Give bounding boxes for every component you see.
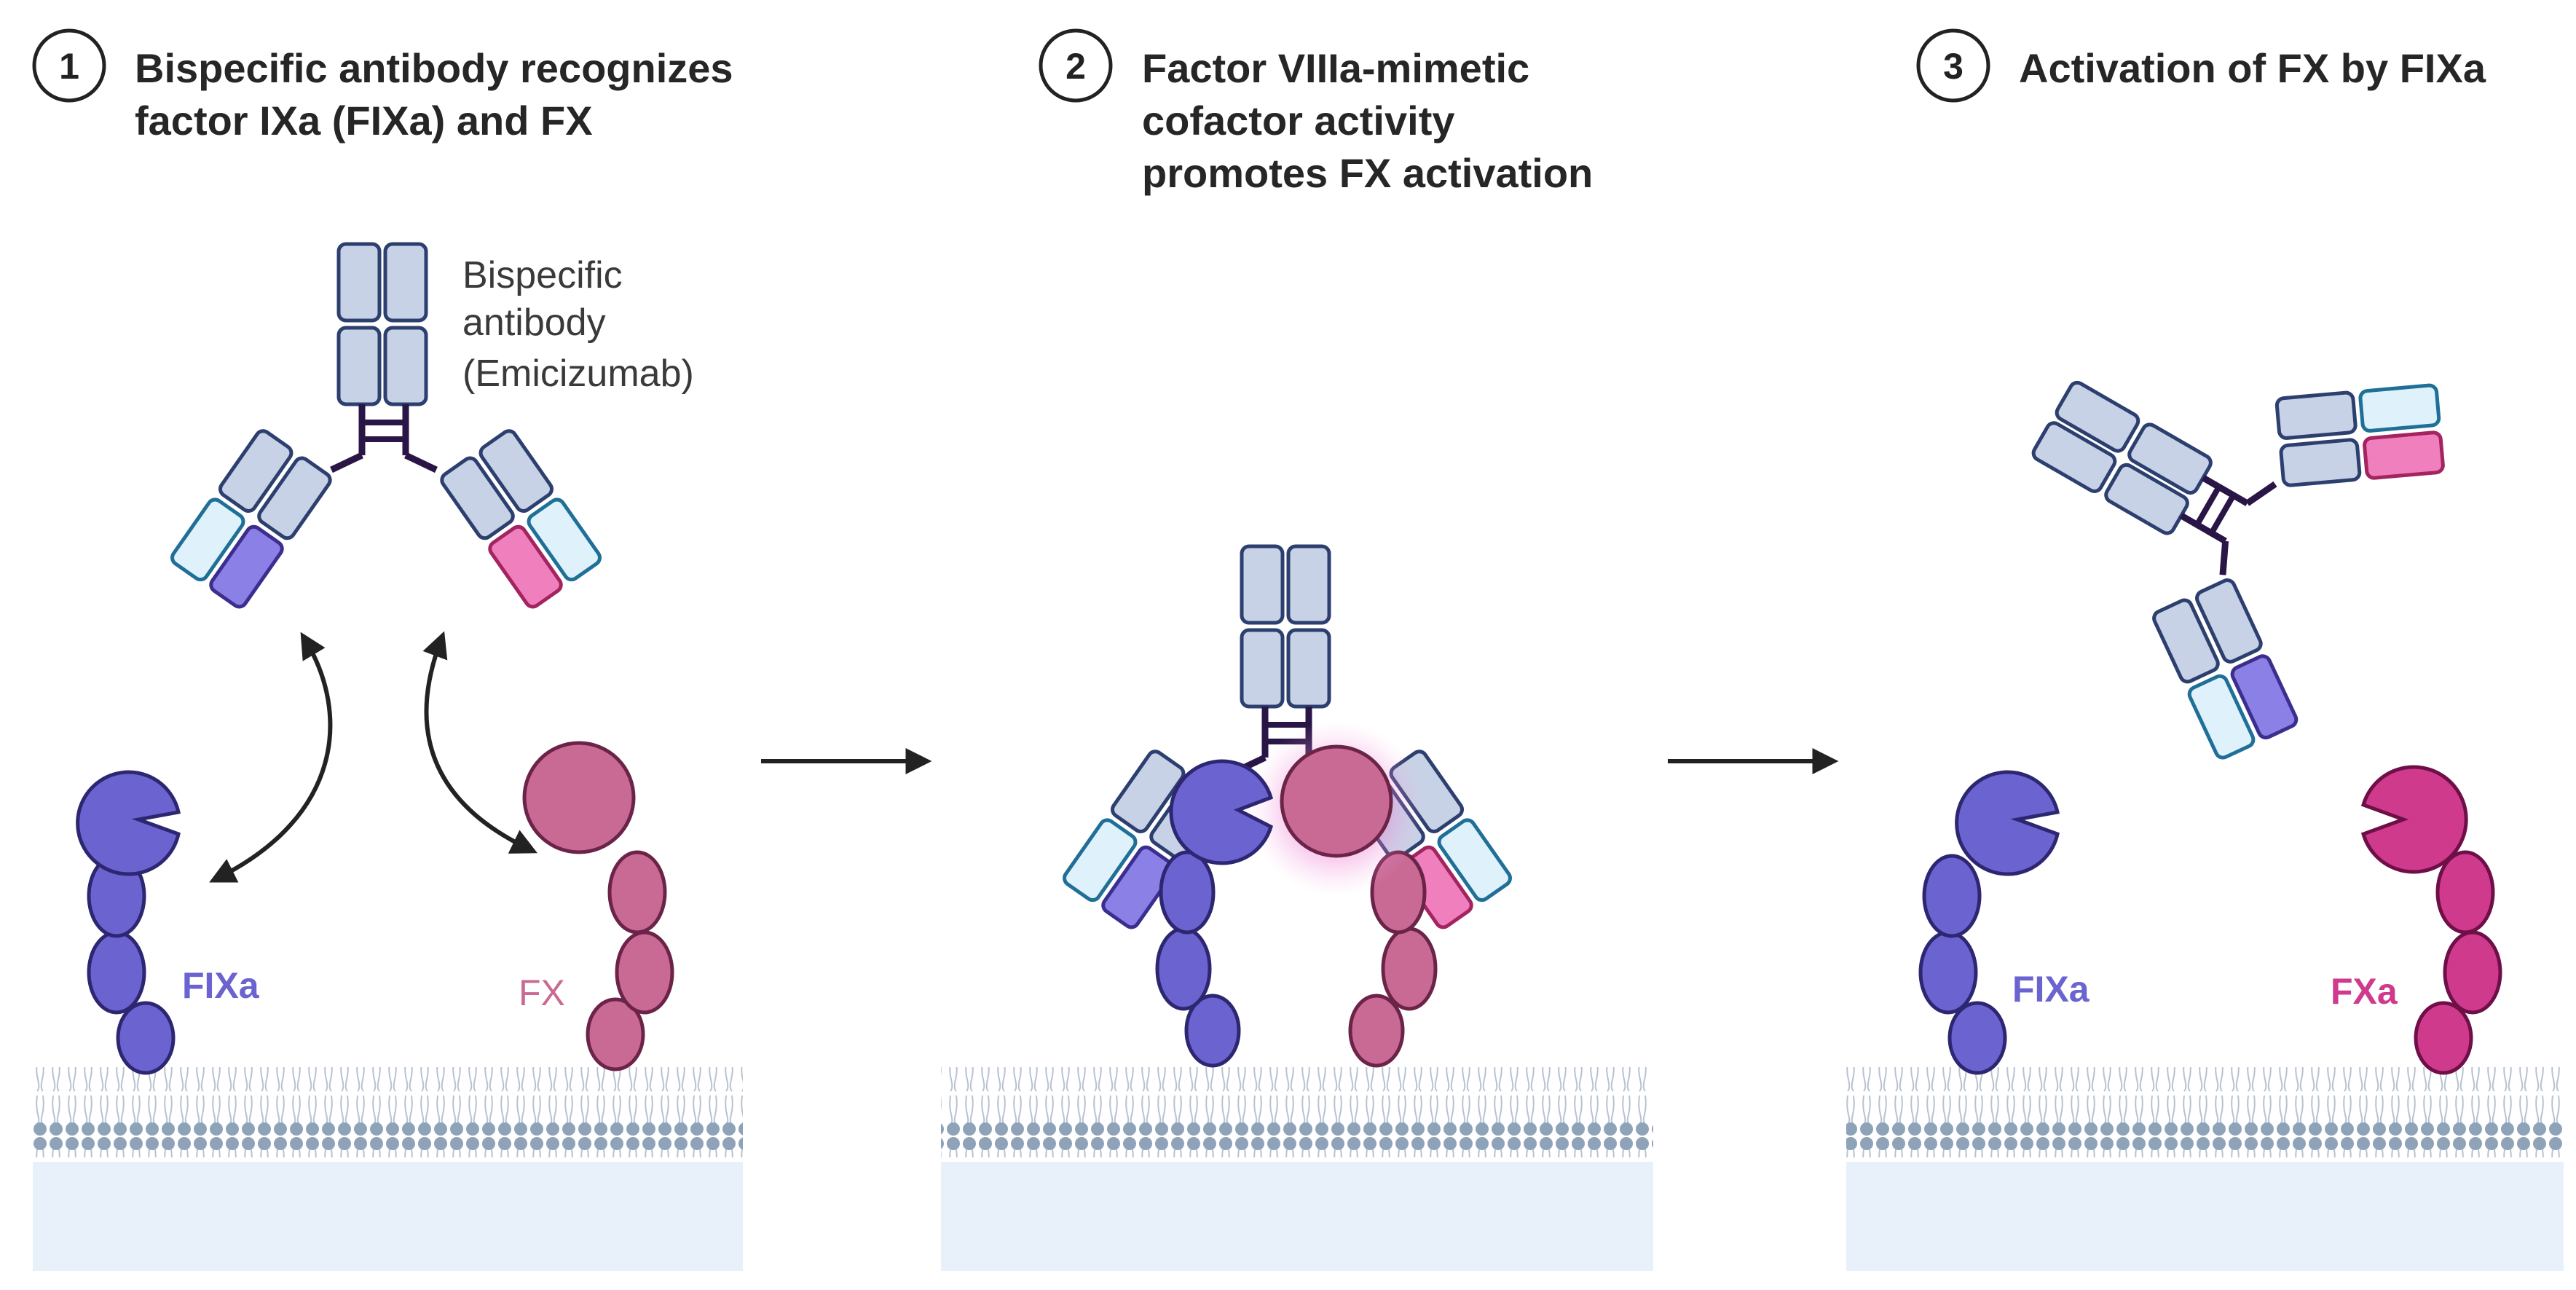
membrane-panel-3 xyxy=(1846,1067,2564,1271)
binding-arrow-fixa xyxy=(209,632,333,883)
antibody-label-line-1: Bispecific xyxy=(462,254,623,296)
bispecific-antibody-panel-1 xyxy=(170,244,602,609)
step-2-number: 2 xyxy=(1066,46,1086,87)
fixa-head-panel-2 xyxy=(1169,759,1274,865)
bispecific-antibody-panel-3 xyxy=(1946,227,2445,760)
step-1-number: 1 xyxy=(59,46,79,87)
step-1-title-line-2: factor IXa (FIXa) and FX xyxy=(135,98,593,143)
step-3-title-line-1: Activation of FX by FIXa xyxy=(2019,45,2486,91)
fxa-label-panel-3: FXa xyxy=(2331,971,2398,1012)
step-2-title-line-2: cofactor activity xyxy=(1142,98,1455,143)
binding-arrow-fx xyxy=(422,631,537,854)
fx-protein-panel-1 xyxy=(522,741,674,1071)
antibody-label-line-3: (Emicizumab) xyxy=(462,353,694,395)
fx-protein-panel-2 xyxy=(1348,850,1438,1068)
fx-head-panel-2 xyxy=(1280,744,1393,858)
step-2-title-line-3: promotes FX activation xyxy=(1142,150,1593,196)
step-1-number-circle xyxy=(32,28,106,103)
step-2-title-line-1: Factor VIIIa-mimetic xyxy=(1142,45,1529,91)
fixa-protein-panel-1 xyxy=(76,770,181,1075)
fixa-label-panel-3: FIXa xyxy=(2012,969,2090,1010)
fx-label-panel-1: FX xyxy=(519,972,565,1013)
fxa-protein-panel-3 xyxy=(2360,765,2502,1075)
antibody-label-line-2: antibody xyxy=(462,302,606,344)
step-2-header: 2 Factor VIIIa-mimetic cofactor activity… xyxy=(1039,28,1593,196)
step-2-number-circle xyxy=(1039,28,1113,103)
step-3-header: 3 Activation of FX by FIXa xyxy=(1916,28,2486,103)
fixa-protein-panel-2 xyxy=(1155,850,1241,1068)
step-1-header: 1 Bispecific antibody recognizes factor … xyxy=(32,28,733,143)
antibody-label: Bispecific antibody (Emicizumab) xyxy=(462,254,694,395)
membrane-panel-1 xyxy=(33,1067,743,1271)
fixa-label-panel-1: FIXa xyxy=(182,965,260,1006)
step-3-number: 3 xyxy=(1943,46,1963,87)
step-1-title-line-1: Bispecific antibody recognizes xyxy=(135,45,733,91)
fixa-protein-panel-3 xyxy=(1918,770,2060,1075)
membrane-panel-2 xyxy=(941,1067,1653,1271)
step-3-number-circle xyxy=(1916,28,1990,103)
